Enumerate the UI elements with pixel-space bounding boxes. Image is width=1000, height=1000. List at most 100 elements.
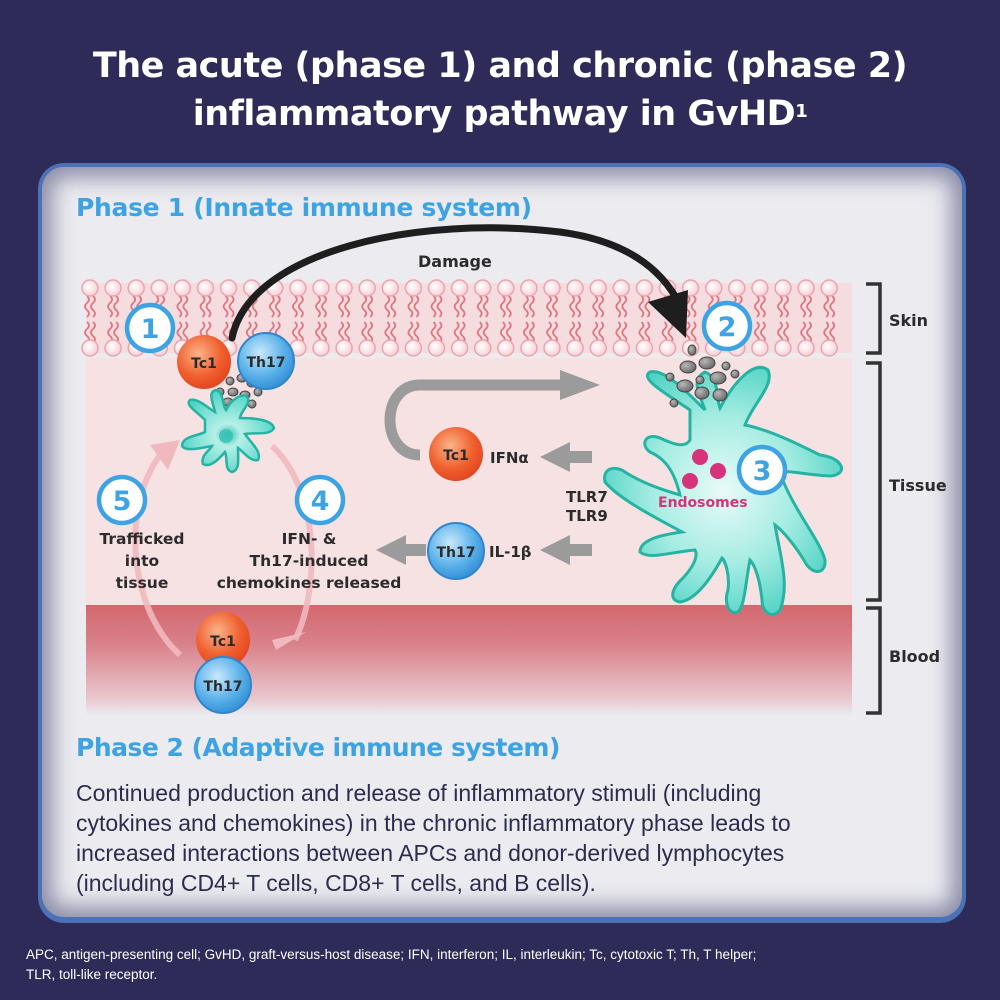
debris-particle: [709, 371, 727, 385]
debris-particle: [694, 386, 710, 400]
phospholipid: [450, 279, 469, 357]
layer-label-tissue: Tissue: [889, 476, 947, 495]
step5-label-line2: into: [125, 552, 159, 570]
phospholipid: [820, 279, 838, 357]
debris-particle: [712, 388, 728, 402]
damage-arrow: [228, 224, 684, 342]
tc1-cell-tissue: [429, 427, 483, 481]
chemokine-arrowhead-right: [272, 632, 306, 650]
tlr9-label: TLR9: [566, 507, 608, 525]
page-title: The acute (phase 1) and chronic (phase 2…: [0, 42, 1000, 138]
step4-label-line2: Th17-induced: [250, 552, 369, 570]
tlr7-label: TLR7: [566, 488, 608, 506]
phospholipid: [473, 279, 492, 357]
phospholipid: [797, 279, 815, 357]
phospholipid: [543, 279, 561, 357]
phospholipid: [635, 279, 654, 357]
feedback-arrow: [384, 379, 565, 461]
ifn-arrowhead: [540, 442, 570, 472]
debris-particle: [676, 379, 694, 393]
tc1-cell-blood: [196, 612, 250, 668]
step-badge-5: 5: [96, 474, 148, 526]
th17-cell-skin: [237, 332, 295, 390]
step-badge-2: 2: [701, 300, 753, 352]
reference-superscript: 1: [795, 101, 808, 122]
phospholipid: [427, 279, 446, 357]
debris-particle: [730, 369, 740, 379]
th17-cell-blood: [194, 656, 252, 714]
step-badge-1: 1: [124, 302, 176, 354]
small-apc-nucleus: [219, 429, 233, 443]
phase1-heading: Phase 1 (Innate immune system): [76, 193, 532, 222]
title-line-2: inflammatory pathway in GvHD1: [0, 90, 1000, 138]
ifn-alpha-label: IFNα: [490, 449, 529, 467]
trafficking-arrow-left: [132, 453, 183, 658]
debris-particle: [665, 372, 675, 382]
endosome: [682, 473, 698, 489]
step-badge-4: 4: [294, 474, 346, 526]
phospholipid: [566, 279, 584, 357]
chemokine-arrow-right: [269, 443, 315, 642]
tc1-label-skin: Tc1: [191, 356, 217, 372]
th17-cell-tissue: [427, 522, 485, 580]
il1b-arrowhead: [540, 535, 570, 565]
phase2-heading: Phase 2 (Adaptive immune system): [76, 733, 560, 762]
phospholipid: [612, 279, 631, 357]
debris-particle: [669, 398, 679, 408]
phospholipid: [381, 279, 400, 357]
phospholipid: [312, 279, 330, 357]
step-number-2: 2: [718, 312, 737, 343]
title-line-1: The acute (phase 1) and chronic (phase 2…: [92, 46, 908, 86]
debris-particle: [721, 361, 731, 371]
th17-label-tissue: Th17: [437, 545, 476, 561]
debris-particle: [227, 387, 239, 397]
phospholipid: [81, 279, 99, 357]
debris-particle: [687, 344, 697, 356]
layer-brackets: [866, 282, 882, 715]
th17-label-blood: Th17: [204, 679, 243, 695]
footnote-line-1: APC, antigen-presenting cell; GvHD, graf…: [26, 947, 757, 962]
phospholipid: [289, 279, 307, 357]
phospholipid: [774, 279, 792, 357]
th17-label-skin: Th17: [247, 355, 286, 371]
debris-particle: [698, 356, 716, 370]
step5-label-line3: tissue: [116, 574, 169, 592]
tc1-label-blood: Tc1: [210, 634, 236, 650]
abbreviations-footnote: APC, antigen-presenting cell; GvHD, graf…: [26, 945, 926, 985]
cell-debris-cluster: [665, 344, 740, 408]
step5-label-line1: Trafficked: [100, 530, 185, 548]
damage-arrowhead: [648, 290, 688, 338]
tc1-cell-skin: [177, 335, 231, 389]
step-number-3: 3: [753, 456, 772, 487]
phospholipid: [358, 279, 376, 357]
large-apc-cell: [603, 366, 843, 616]
phospholipid: [589, 279, 607, 357]
endosomes-label: Endosomes: [658, 495, 748, 511]
step-number-1: 1: [141, 314, 160, 345]
step4-label-line3: chemokines released: [217, 574, 402, 592]
step-number-5: 5: [113, 486, 132, 517]
endosome: [692, 449, 708, 465]
phospholipid: [520, 279, 538, 357]
title-line-2-text: inflammatory pathway in GvHD: [192, 94, 796, 134]
debris-particle: [225, 376, 235, 386]
damage-label: Damage: [418, 252, 492, 271]
phospholipid: [104, 279, 122, 357]
phospholipid: [335, 279, 353, 357]
trafficking-arrowhead-left: [150, 440, 180, 470]
phospholipid: [404, 279, 423, 357]
footnote-line-2: TLR, toll-like receptor.: [26, 967, 158, 982]
il-1beta-label: IL-1β: [489, 543, 532, 561]
step-badge-3: 3: [736, 444, 788, 496]
endosome: [710, 463, 726, 479]
phospholipid: [497, 279, 515, 357]
debris-particle: [679, 360, 697, 374]
step-number-4: 4: [311, 486, 330, 517]
step4-label-line1: IFN- &: [282, 530, 337, 548]
tc1-label-tissue: Tc1: [443, 448, 469, 464]
feedback-arrowhead: [560, 370, 600, 400]
phase2-description: Continued production and release of infl…: [76, 780, 791, 896]
debris-particle: [695, 375, 705, 385]
layer-label-skin: Skin: [889, 311, 928, 330]
